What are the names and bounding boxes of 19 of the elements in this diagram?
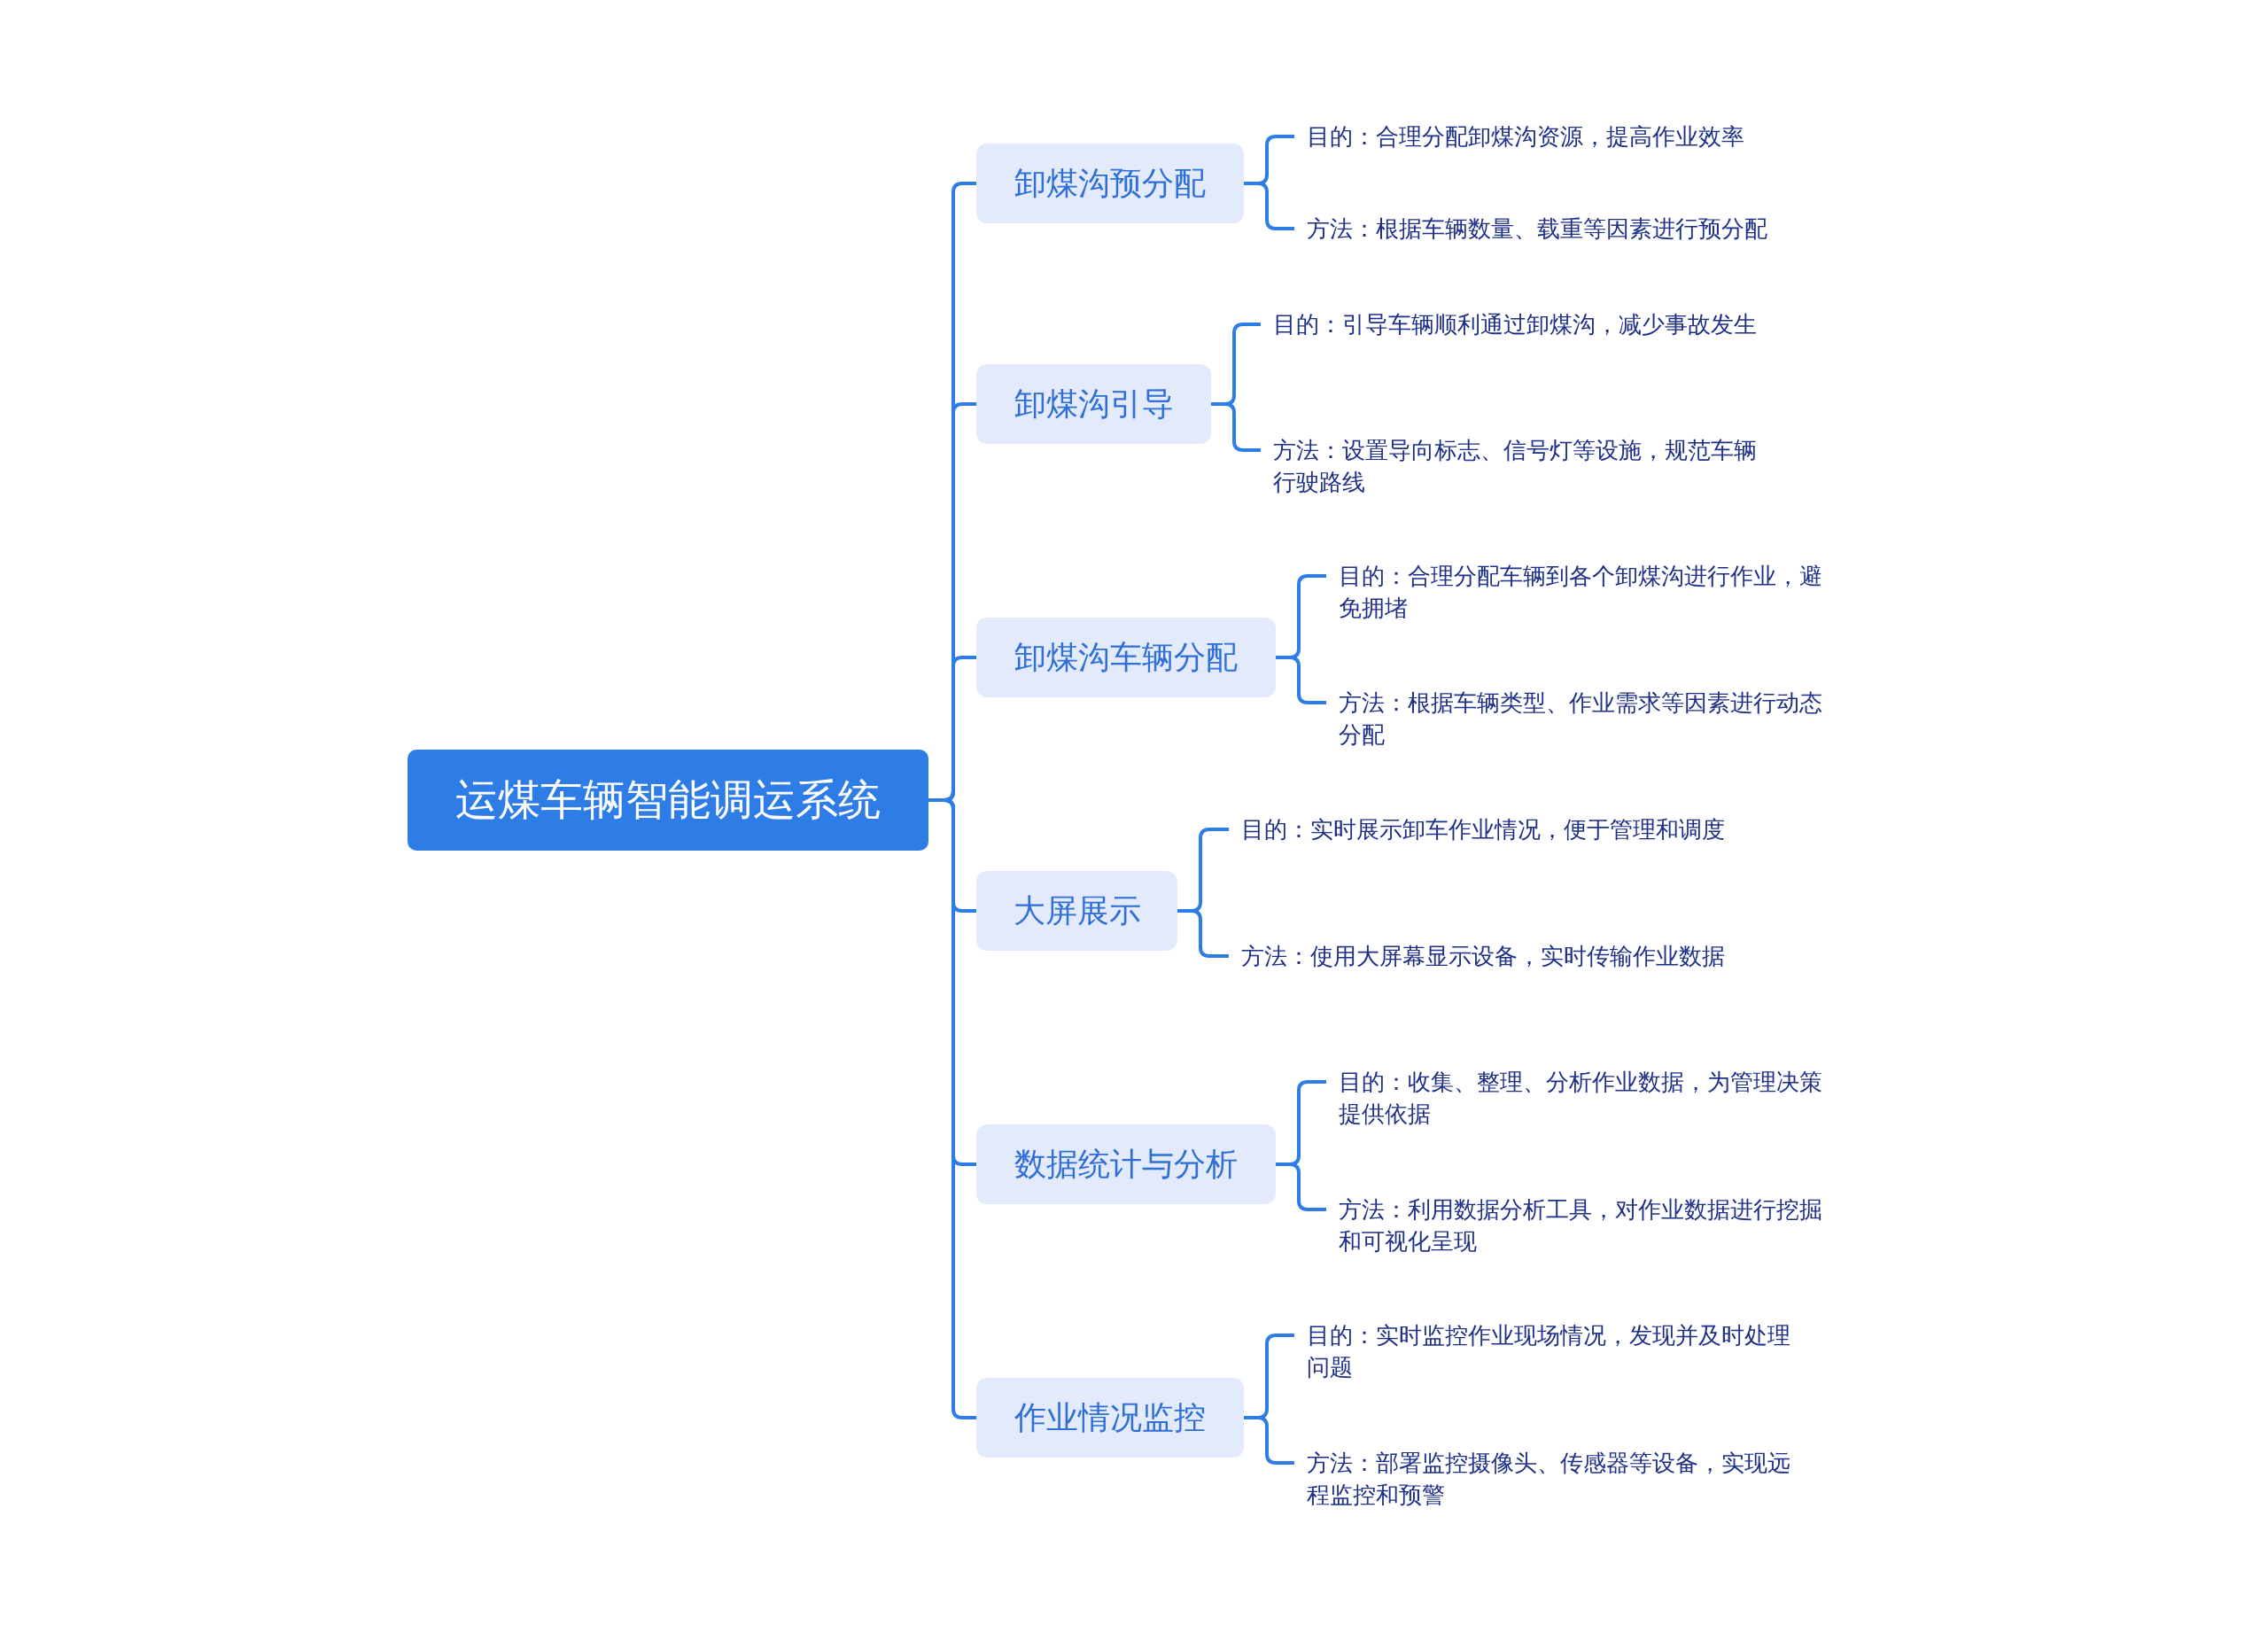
note-text: 方法：部署监控摄像头、传感器等设备，实现远程监控和预警 xyxy=(1307,1447,1790,1511)
branch-topic: 卸煤沟引导 xyxy=(976,364,1211,444)
note-text: 方法：利用数据分析工具，对作业数据进行挖掘和可视化呈现 xyxy=(1339,1194,1822,1257)
note-text: 方法：根据车辆数量、载重等因素进行预分配 xyxy=(1307,213,1790,245)
branch-topic: 数据统计与分析 xyxy=(976,1124,1276,1204)
note-text: 目的：合理分配车辆到各个卸煤沟进行作业，避免拥堵 xyxy=(1339,560,1822,624)
note-text: 目的：实时展示卸车作业情况，便于管理和调度 xyxy=(1241,813,1725,845)
note-text: 目的：合理分配卸煤沟资源，提高作业效率 xyxy=(1307,121,1790,152)
note-text: 方法：使用大屏幕显示设备，实时传输作业数据 xyxy=(1241,940,1725,972)
branch-topic: 卸煤沟车辆分配 xyxy=(976,618,1276,697)
note-text: 目的：实时监控作业现场情况，发现并及时处理问题 xyxy=(1307,1319,1790,1383)
note-text: 目的：引导车辆顺利通过卸煤沟，减少事故发生 xyxy=(1273,308,1757,340)
root-topic: 运煤车辆智能调运系统 xyxy=(408,750,928,851)
branch-topic: 作业情况监控 xyxy=(976,1378,1244,1458)
branch-topic: 卸煤沟预分配 xyxy=(976,144,1244,223)
note-text: 方法：根据车辆类型、作业需求等因素进行动态分配 xyxy=(1339,687,1822,750)
note-text: 方法：设置导向标志、信号灯等设施，规范车辆行驶路线 xyxy=(1273,434,1757,498)
branch-topic: 大屏展示 xyxy=(976,871,1177,951)
note-text: 目的：收集、整理、分析作业数据，为管理决策提供依据 xyxy=(1339,1066,1822,1130)
